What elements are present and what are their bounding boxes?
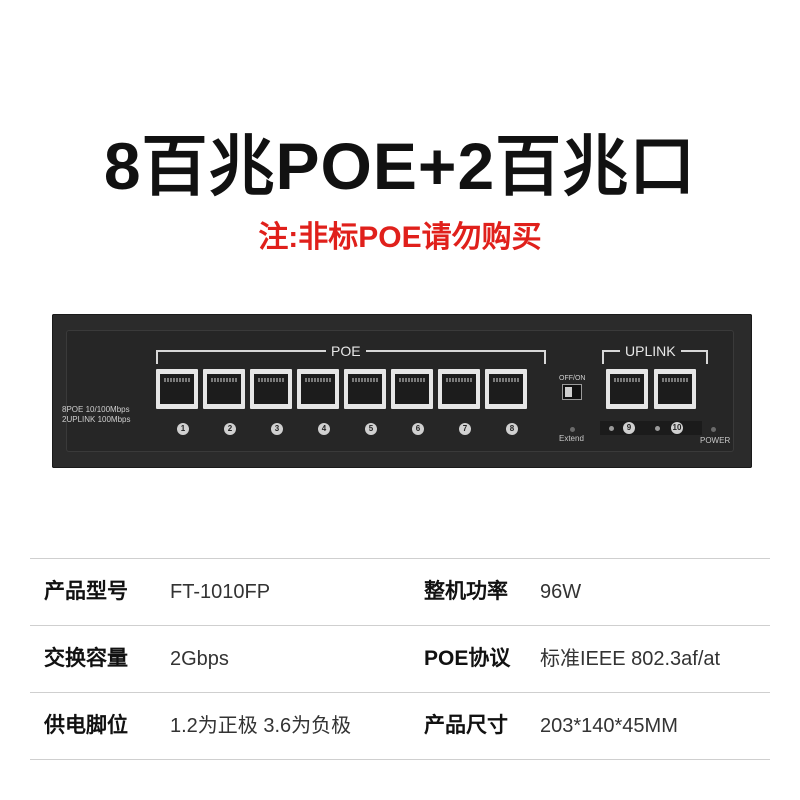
rj45-port-icon [344, 369, 386, 409]
table-row: 交换容量 2Gbps POE协议 标准IEEE 802.3af/at [30, 625, 770, 692]
spec-key: 供电脚位 [44, 714, 128, 737]
port-number: 2 [224, 423, 236, 435]
product-headline: 8百兆POE+2百兆口 [103, 129, 697, 203]
rj45-port-icon [654, 369, 696, 409]
port-spec-line-1: 8POE 10/100Mbps [62, 405, 130, 414]
spec-key: 产品尺寸 [424, 714, 508, 737]
rj45-port-icon [250, 369, 292, 409]
uplink-led-strip [600, 421, 702, 435]
rj45-port-icon [485, 369, 527, 409]
port-number: 6 [412, 423, 424, 435]
led-indicator-icon [570, 427, 575, 432]
spec-table: 产品型号 FT-1010FP 整机功率 96W 交换容量 2Gbps POE协议… [30, 558, 770, 760]
spec-key: 产品型号 [44, 580, 128, 603]
rj45-port-icon [203, 369, 245, 409]
rj45-port-icon [438, 369, 480, 409]
uplink-group-label: UPLINK [620, 343, 681, 359]
spec-key: 整机功率 [424, 580, 508, 603]
rj45-port-icon [297, 369, 339, 409]
power-led-icon [711, 427, 716, 432]
port-number: 10 [671, 422, 683, 434]
port-number: 1 [177, 423, 189, 435]
table-row: 供电脚位 1.2为正极 3.6为负极 产品尺寸 203*140*45MM [30, 692, 770, 760]
port-number: 4 [318, 423, 330, 435]
switch-label: OFF/ON [559, 375, 586, 382]
port-number: 9 [623, 422, 635, 434]
spec-value: FT-1010FP [170, 581, 271, 603]
port-number: 3 [271, 423, 283, 435]
led-indicator-icon [655, 426, 660, 431]
spec-value: 2Gbps [170, 648, 229, 670]
rj45-port-icon [156, 369, 198, 409]
rj45-port-icon [391, 369, 433, 409]
spec-value: 203*140*45MM [540, 715, 678, 737]
spec-key: POE协议 [424, 647, 511, 670]
extend-label: Extend [559, 434, 584, 443]
spec-value: 标准IEEE 802.3af/at [540, 648, 721, 670]
toggle-switch-icon [562, 384, 582, 400]
port-number: 7 [459, 423, 471, 435]
power-label: POWER [700, 436, 731, 445]
table-row: 产品型号 FT-1010FP 整机功率 96W [30, 558, 770, 625]
spec-value: 1.2为正极 3.6为负极 [170, 715, 352, 737]
led-indicator-icon [609, 426, 614, 431]
port-number: 5 [365, 423, 377, 435]
poe-group-label: POE [326, 343, 366, 359]
port-number: 8 [506, 423, 518, 435]
rj45-port-icon [606, 369, 648, 409]
warning-note: 注:非标POE请勿购买 [258, 221, 542, 254]
port-spec-line-2: 2UPLINK 100Mbps [62, 415, 131, 424]
spec-key: 交换容量 [44, 647, 128, 670]
spec-value: 96W [540, 581, 582, 603]
